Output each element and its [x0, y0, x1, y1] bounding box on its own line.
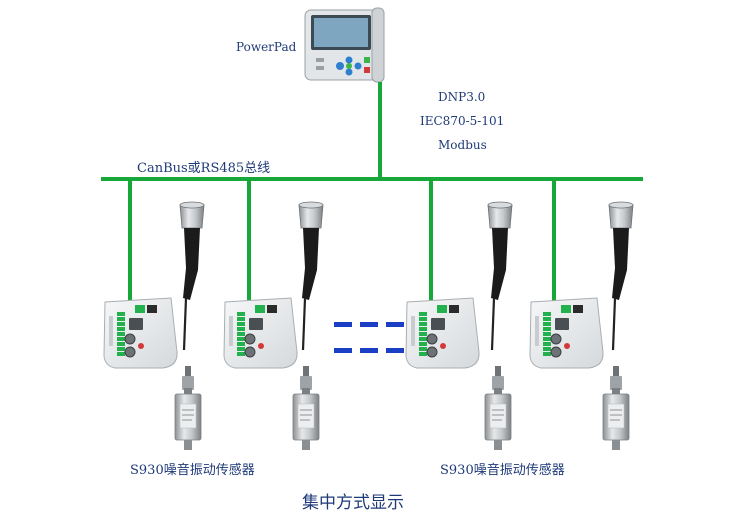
monitoring-unit-icon [223, 297, 298, 369]
sensor-label-left: S930噪音振动传感器 [130, 463, 255, 478]
monitoring-unit-icon [103, 297, 178, 369]
vibration-sensor-icon [174, 366, 202, 450]
handheld-probe-icon [179, 201, 205, 351]
powerpad-label: PowerPad [236, 40, 297, 54]
bus-label: CanBus或RS485总线 [137, 161, 271, 176]
ellipsis-dash [360, 322, 378, 327]
vibration-sensor-icon [484, 366, 512, 450]
unit-3 [405, 179, 513, 450]
ellipsis-dash [334, 322, 352, 327]
unit-4 [529, 179, 634, 450]
ellipsis-dash [360, 348, 378, 353]
ellipsis-more-units [334, 322, 404, 353]
field-units [103, 179, 634, 450]
ellipsis-dash [386, 322, 404, 327]
vibration-sensor-icon [602, 366, 630, 450]
unit-1 [103, 179, 205, 450]
handheld-probe-icon [487, 201, 513, 351]
ellipsis-dash [386, 348, 404, 353]
unit-2 [223, 179, 324, 450]
diagram-caption: 集中方式显示 [302, 493, 404, 513]
monitoring-unit-icon [529, 297, 604, 369]
ellipsis-dash [334, 348, 352, 353]
protocol-modbus: Modbus [438, 138, 487, 152]
sensor-label-right: S930噪音振动传感器 [440, 463, 565, 478]
monitoring-unit-icon [405, 297, 480, 369]
protocol-dnp3: DNP3.0 [438, 90, 486, 104]
handheld-probe-icon [608, 201, 634, 351]
powerpad-terminal [304, 7, 385, 83]
vibration-sensor-icon [292, 366, 320, 450]
handheld-probe-icon [298, 201, 324, 351]
protocol-iec870: IEC870-5-101 [420, 114, 505, 128]
